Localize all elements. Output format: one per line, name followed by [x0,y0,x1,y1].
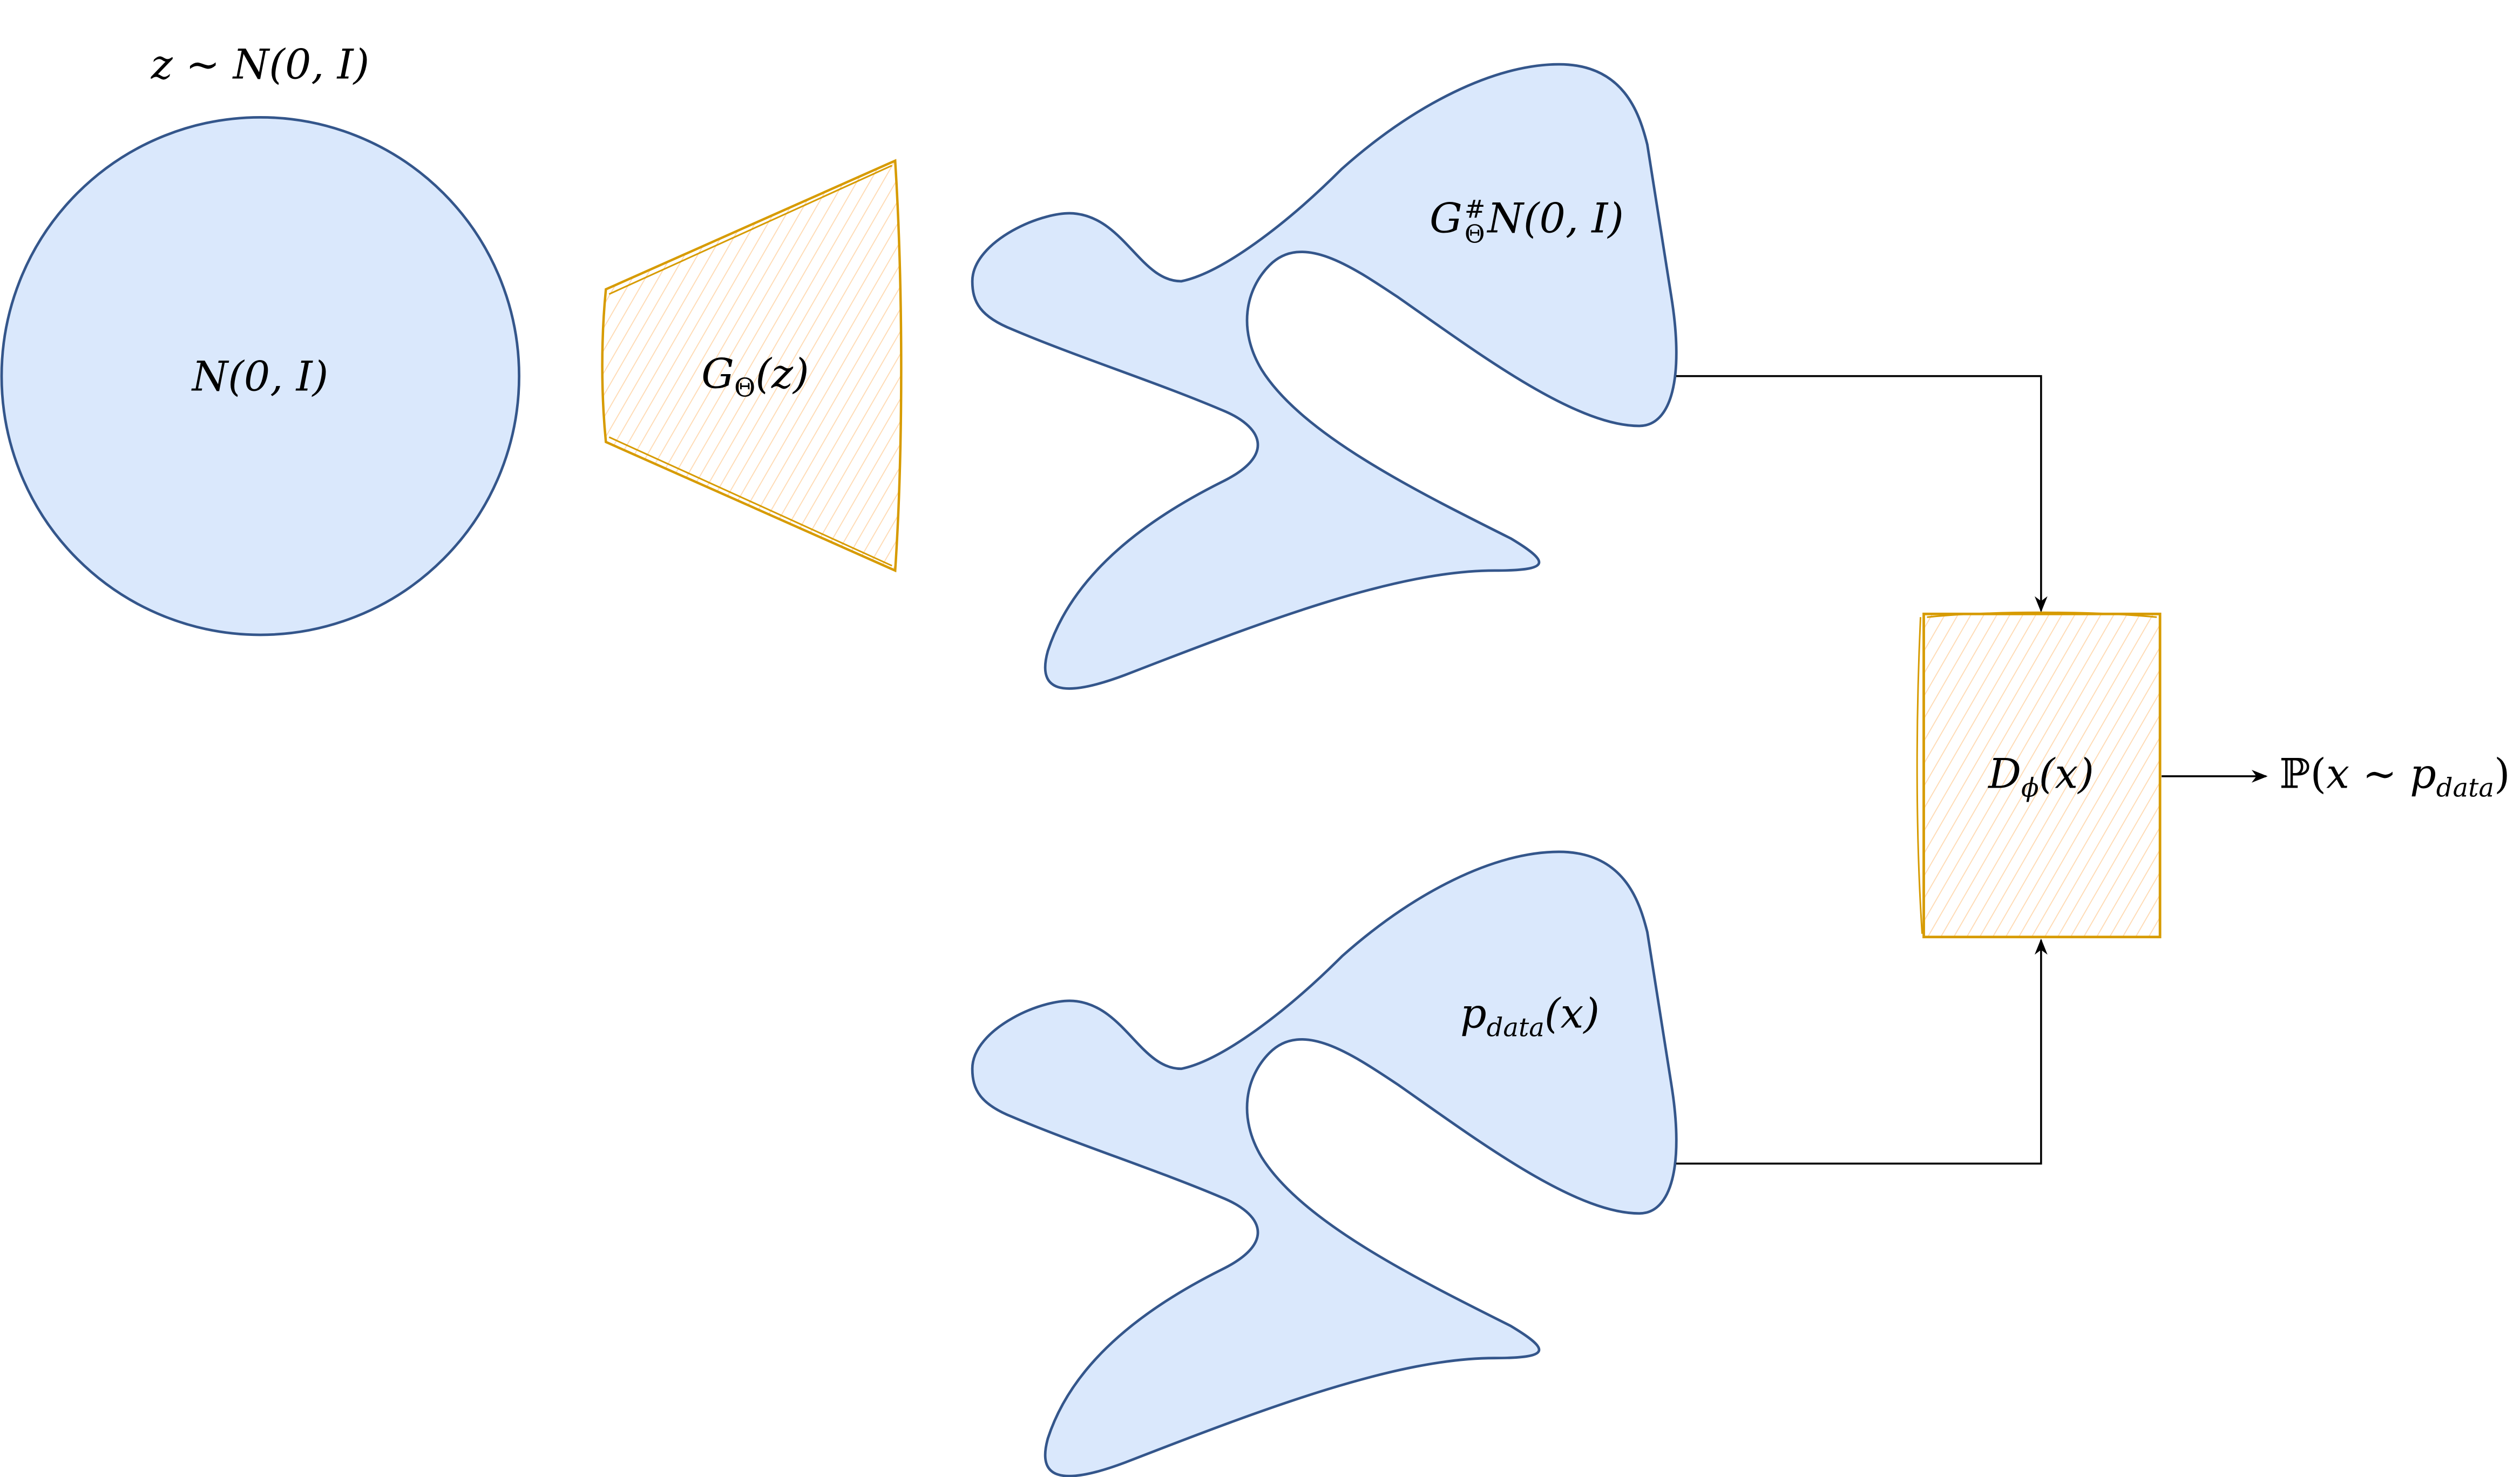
discriminator-box [1916,611,2162,939]
prior-dist: N [233,40,269,89]
output-close: ) [2494,749,2510,798]
prior-args: (0, I) [269,40,370,89]
output-p: p [2410,749,2436,798]
discriminator-sub: ϕ [2021,773,2039,803]
prior-var: z [151,40,173,89]
pushforward-dist: N [1487,194,1523,242]
data-label: pdata(x) [1460,989,1600,1042]
generated-to-discriminator-arrow [1676,375,2048,613]
pushforward-sup: # [1464,194,1486,224]
generator-sub: Θ [734,372,756,403]
output-sub: data [2436,773,2494,803]
data-to-discriminator-arrow [1676,938,2048,1165]
generator-args: (z) [755,349,809,398]
data-args: (x) [1544,989,1600,1038]
circle-dist: N [192,352,228,401]
generator-label: GΘ(z) [701,349,809,403]
output-prob: ℙ [2279,749,2311,798]
pushforward-name: G [1430,194,1462,242]
prior-sim: ∼ [185,40,220,89]
output-open: ( [2310,749,2327,798]
data-name: p [1460,989,1487,1038]
generator-trapezoid [601,159,903,573]
prior-label: z ∼ N(0, I) [151,40,370,89]
data-distribution-blob [972,852,1676,1476]
circle-label: N(0, I) [192,353,329,401]
discriminator-args: (x) [2038,749,2094,798]
latent-distribution-circle [0,116,520,636]
circle-args: (0, I) [228,352,329,401]
generator-name: G [701,349,735,398]
discriminator-label: Dϕ(x) [1988,749,2094,803]
generated-distribution-blob [972,64,1676,688]
pushforward-sub: Θ [1464,219,1485,249]
discriminator-name: D [1988,749,2022,798]
output-sim: ∼ [2362,749,2397,798]
output-label: ℙ(x ∼ pdata) [2279,749,2510,803]
pushforward-args: (0, I) [1523,194,1624,242]
output-var: x [2326,749,2350,798]
data-sub: data [1486,1012,1544,1043]
